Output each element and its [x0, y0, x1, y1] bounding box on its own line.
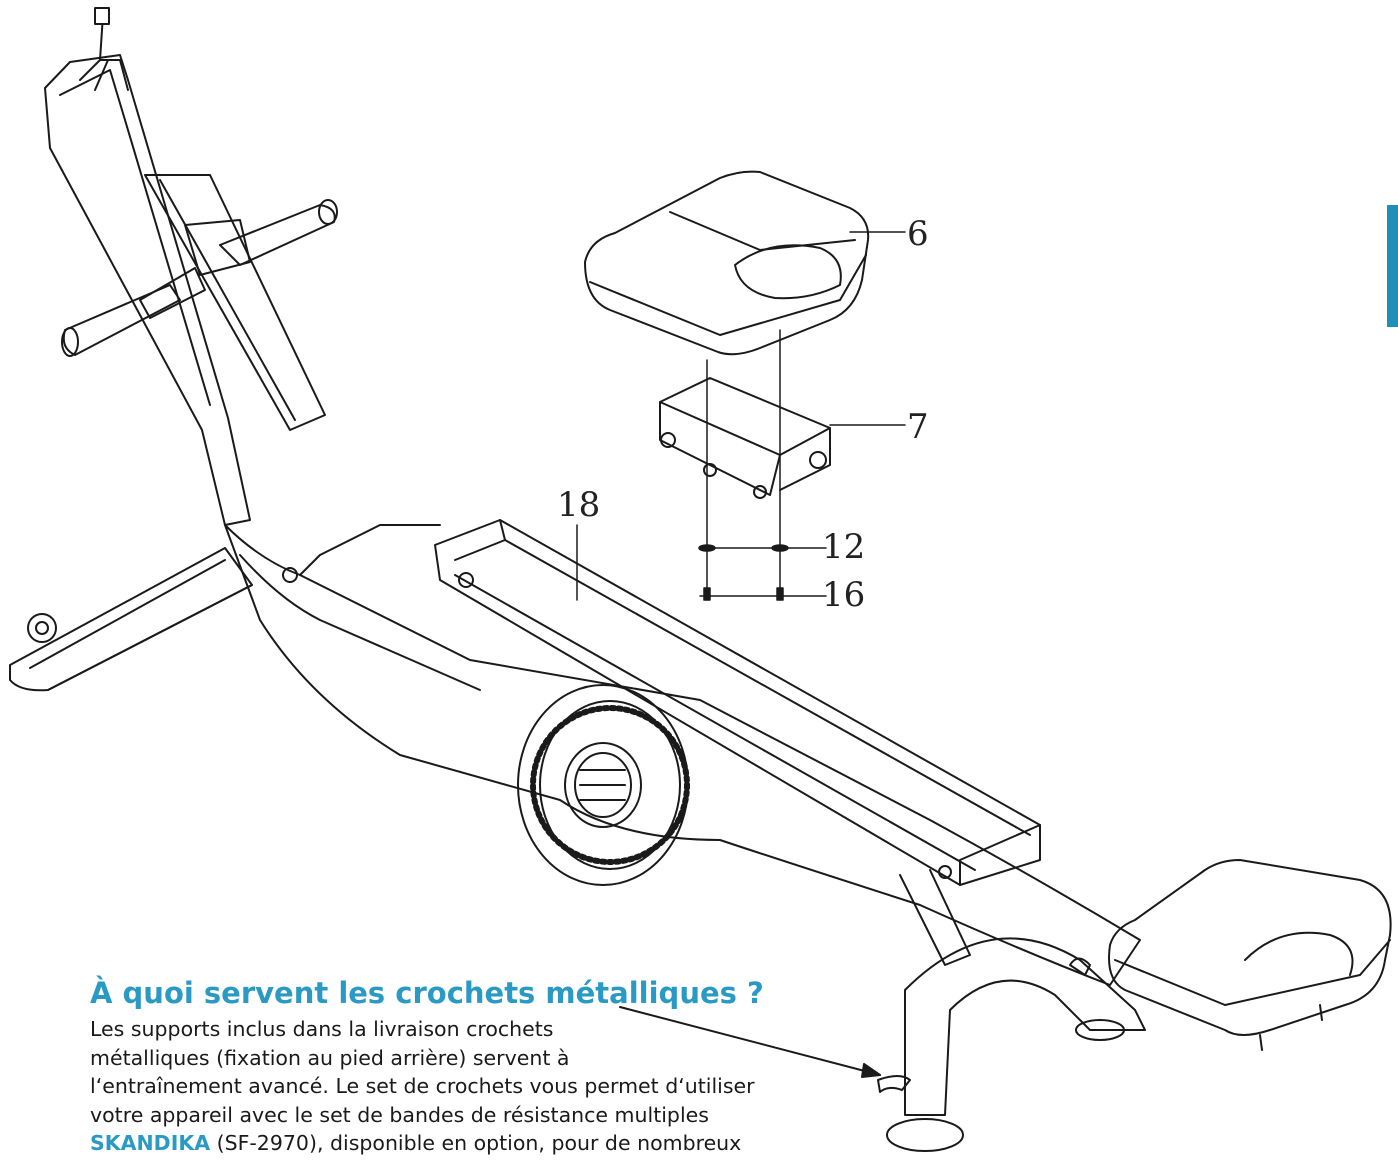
callout-line-3: l‘entraînement avancé. Le set de crochet… [90, 1074, 755, 1098]
upright-column [44, 7, 326, 526]
side-section-tab [1387, 205, 1398, 327]
part-label-seat: 6 [907, 214, 929, 254]
seat-exploded [584, 170, 870, 356]
callout-line-4: votre appareil avec le set de bandes de … [90, 1102, 709, 1127]
part-label-bracket: 7 [907, 407, 929, 447]
leader-lines [576, 231, 906, 601]
main-body [224, 524, 1141, 986]
handlebar [61, 199, 338, 357]
callout-arrow [619, 1006, 881, 1078]
seat-bracket-exploded [659, 377, 831, 499]
callout-line-5: (SF-2970), disponible en option, pour de… [210, 1131, 742, 1155]
callout-title: À quoi servent les crochets métalliques … [90, 976, 764, 1010]
callout-body: Les supports inclus dans la livraison cr… [90, 1015, 890, 1158]
slide-rail [434, 519, 1041, 886]
rear-stand [877, 869, 1146, 1152]
brand-name: SKANDIKA [90, 1131, 211, 1155]
part-label-screw: 16 [822, 575, 865, 615]
seat-mounted [1108, 859, 1392, 1051]
part-label-washer: 12 [822, 527, 865, 567]
flywheel [517, 684, 690, 886]
front-stabilizer [9, 547, 253, 692]
part-label-rail: 18 [557, 485, 600, 525]
callout-line-2: métalliques (fixation au pied arrière) s… [90, 1045, 570, 1070]
fastener-guides [698, 329, 827, 601]
callout-line-1: Les supports inclus dans la livraison cr… [90, 1017, 554, 1041]
hooks-info-callout: À quoi servent les crochets métalliques … [90, 975, 890, 1158]
